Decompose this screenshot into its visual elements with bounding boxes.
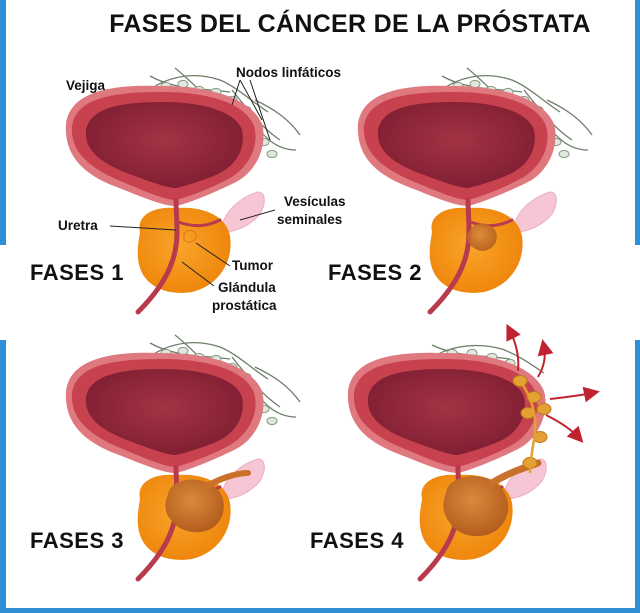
tumor — [165, 479, 224, 533]
phase-label-2: FASES 2 — [328, 260, 422, 285]
label-urethra: Uretra — [58, 218, 98, 233]
metastatic-node — [532, 431, 548, 443]
panel-stage-1 — [65, 67, 301, 315]
prostate-gland — [429, 207, 523, 293]
seminal-vesicle — [221, 458, 265, 500]
phase-label-1: FASES 1 — [30, 260, 124, 285]
ejaculatory-duct — [468, 218, 514, 228]
tumor — [183, 229, 197, 243]
bladder-cavity — [85, 369, 243, 455]
diagram-title: FASES DEL CÁNCER DE LA PRÓSTATA — [109, 10, 591, 38]
tumor — [443, 476, 509, 537]
bladder-cavity — [367, 369, 525, 455]
label-seminal-1: Vesículas — [284, 194, 346, 209]
label-gland-2: prostática — [212, 298, 277, 313]
panel-stage-4 — [347, 323, 600, 582]
ejaculatory-duct — [176, 218, 222, 228]
lymph-node — [177, 346, 189, 356]
urethra — [135, 197, 180, 315]
border-left-top — [0, 0, 6, 245]
tumor — [467, 223, 497, 251]
lymph-node — [177, 79, 189, 89]
spread-arrow — [545, 414, 584, 443]
lymph-vessel — [431, 75, 561, 113]
phase-label-3: FASES 3 — [30, 528, 124, 553]
tumor-extension — [203, 470, 251, 490]
annotation-leaders — [109, 79, 276, 287]
panels — [65, 67, 600, 582]
spread-arrow — [537, 339, 554, 378]
lymph-node — [266, 416, 278, 426]
lymph-node — [469, 79, 481, 89]
panel-stage-3 — [65, 334, 301, 582]
spread-arrow — [549, 386, 600, 403]
lymph-vessel — [546, 99, 593, 136]
label-bladder: Vejiga — [66, 78, 106, 93]
metastatic-vessel — [518, 380, 537, 474]
spread-arrow — [506, 323, 521, 372]
label-gland-1: Glándula — [218, 280, 276, 295]
label-tumor: Tumor — [232, 258, 274, 273]
urethra — [427, 197, 472, 315]
bladder-cavity — [377, 102, 535, 188]
label-seminal-2: seminales — [277, 212, 342, 227]
border-right-bottom — [635, 340, 640, 613]
lymph-vessel — [254, 99, 301, 136]
bladder-cavity — [85, 102, 243, 188]
metastatic-node — [536, 403, 552, 415]
border-bottom — [0, 608, 640, 613]
lymph-node — [266, 149, 278, 159]
phase-label-4: FASES 4 — [310, 528, 404, 553]
lymph-vessel — [139, 342, 269, 380]
lymph-vessel — [254, 366, 301, 403]
lymph-node — [558, 149, 570, 159]
border-right-top — [635, 0, 640, 245]
seminal-vesicle — [221, 191, 265, 233]
panel-stage-2 — [357, 67, 593, 315]
border-left-bottom — [0, 340, 6, 613]
label-lymph-nodes: Nodos linfáticos — [236, 65, 341, 80]
seminal-vesicle — [513, 191, 557, 233]
